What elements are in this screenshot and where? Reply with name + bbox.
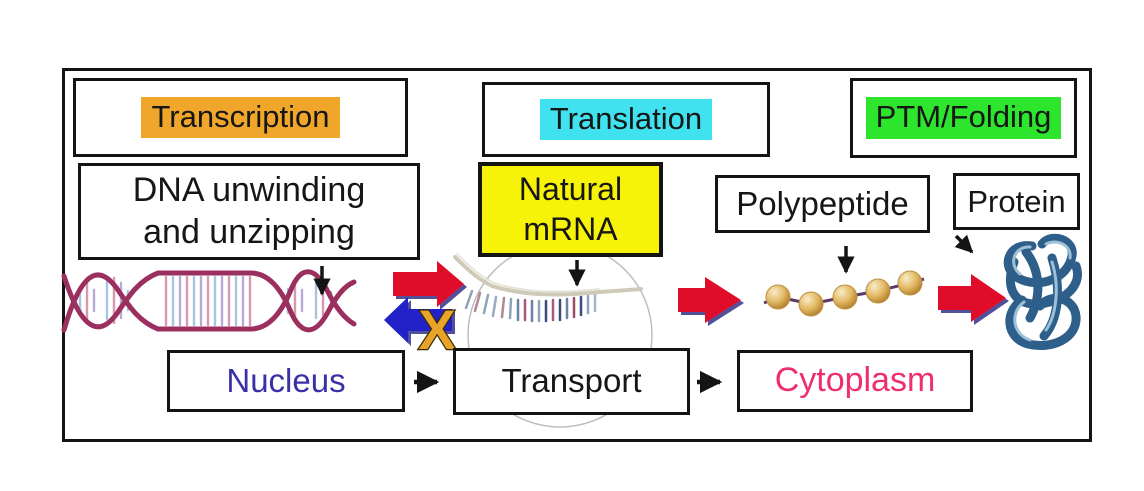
polypeptide-label: Polypeptide: [736, 184, 909, 222]
transcription-label: Transcription: [141, 96, 340, 139]
nucleus-label: Nucleus: [226, 361, 346, 399]
nucleus-box: Nucleus: [167, 350, 405, 412]
polypeptide-box: Polypeptide: [715, 175, 930, 233]
translation-stage-box: Translation: [482, 82, 770, 157]
dna-unwinding-box: DNA unwinding and unzipping: [78, 163, 420, 260]
protein-box: Protein: [953, 173, 1080, 230]
cytoplasm-box: Cytoplasm: [737, 350, 973, 412]
translation-label: Translation: [539, 98, 713, 141]
ptm-folding-label: PTM/Folding: [865, 97, 1062, 139]
natural-mrna-box: Natural mRNA: [478, 162, 663, 257]
natural-mrna-line2: mRNA: [523, 210, 618, 247]
protein-label: Protein: [967, 183, 1066, 219]
transport-box: Transport: [453, 348, 690, 415]
cytoplasm-label: Cytoplasm: [774, 361, 936, 400]
transport-label: Transport: [501, 362, 642, 400]
dna-unwinding-line2: and unzipping: [143, 212, 355, 251]
diagram-frame: [62, 68, 1092, 442]
dna-unwinding-line1: DNA unwinding: [132, 171, 366, 210]
ptm-folding-stage-box: PTM/Folding: [850, 78, 1077, 158]
natural-mrna-line1: Natural: [518, 171, 623, 208]
transcription-stage-box: Transcription: [73, 78, 408, 157]
